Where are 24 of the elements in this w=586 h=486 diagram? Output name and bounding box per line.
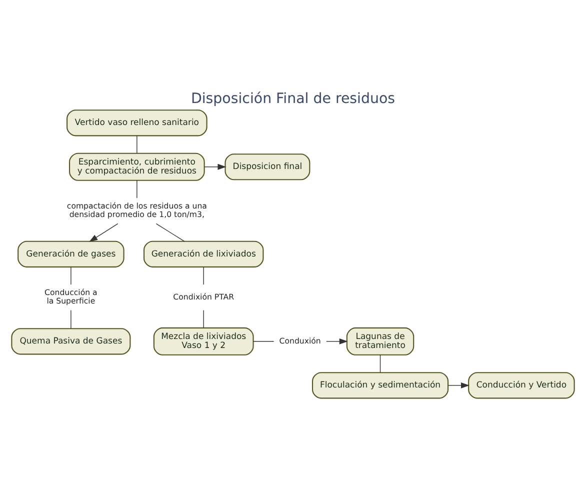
connector [70, 309, 72, 328]
arrow [204, 163, 226, 170]
connector [203, 266, 204, 284]
connector [136, 134, 138, 154]
diagram-title: Disposición Final de residuos [190, 90, 396, 107]
node-box: Esparcimiento, cubrimiento y compactación de residuos [68, 152, 205, 180]
node-box: Generación de lixiviados [143, 240, 264, 267]
node-box: Conducción y Vertido [468, 372, 575, 398]
connector [156, 222, 185, 242]
node-box: Disposicion final [224, 153, 310, 180]
connector [203, 309, 204, 328]
connector [253, 340, 274, 342]
node-box: Quema Pasiva de Gases [11, 328, 131, 354]
connector [380, 354, 381, 372]
node-box: Generación de gases [18, 240, 124, 267]
node-box: Vertido vaso relleno sanitario [66, 109, 208, 136]
connector [70, 266, 72, 284]
connector [136, 180, 138, 198]
node-box: Lagunas de tratamiento [346, 326, 414, 355]
node-box: Mezcla de lixiviados Vaso 1 y 2 [153, 326, 254, 355]
arrow [448, 382, 470, 388]
arrow [89, 222, 118, 242]
node-box: Floculación y sedimentación [312, 372, 449, 398]
arrow [326, 338, 348, 344]
